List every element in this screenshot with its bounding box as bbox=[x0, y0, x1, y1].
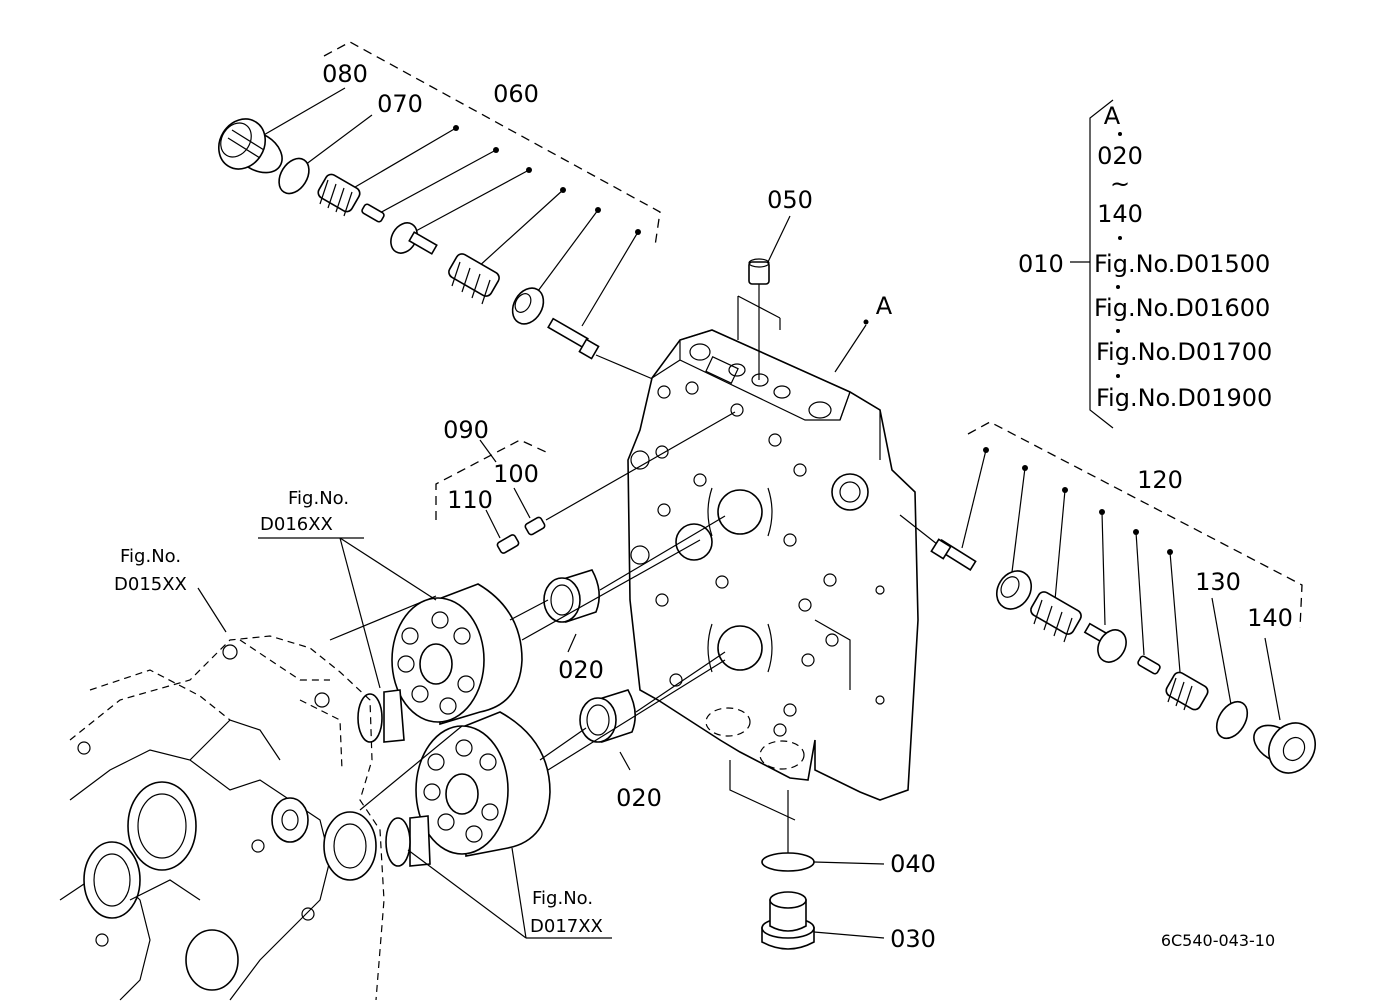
label-040: 040 bbox=[890, 850, 936, 878]
relief-valve-group-120 bbox=[899, 421, 1316, 774]
o-ring-070 bbox=[278, 157, 310, 195]
fig-ref-3-code: D017XX bbox=[530, 916, 603, 937]
spring-upper-2 bbox=[448, 253, 500, 305]
legend-fig-2: Fig.No.D01600 bbox=[1094, 294, 1270, 322]
check-ball-100 bbox=[524, 516, 546, 536]
bolt-upper bbox=[547, 317, 600, 360]
poppet-right bbox=[1083, 622, 1127, 663]
spring-right-2 bbox=[1165, 671, 1209, 711]
o-ring-130 bbox=[1215, 700, 1249, 740]
label-100: 100 bbox=[493, 460, 539, 488]
poppet-upper bbox=[390, 222, 438, 255]
label-020-lower: 020 bbox=[616, 784, 662, 812]
label-110: 110 bbox=[447, 486, 493, 514]
label-030: 030 bbox=[890, 925, 936, 953]
legend-range-end: 140 bbox=[1097, 200, 1143, 228]
drawing-code: 6C540-043-10 bbox=[1161, 931, 1275, 950]
label-060: 060 bbox=[493, 80, 539, 108]
assembly-legend: A 020 ~ 140 010 Fig.No.D01500 Fig.No.D01… bbox=[1018, 99, 1272, 429]
fig-ref-d017xx: Fig.No. D017XX bbox=[407, 847, 612, 939]
legend-tilde: ~ bbox=[1110, 170, 1130, 198]
label-140: 140 bbox=[1247, 604, 1293, 632]
spring-right-1 bbox=[1030, 591, 1082, 643]
spring-110 bbox=[496, 534, 520, 554]
pin-right bbox=[1137, 655, 1161, 675]
pin-upper bbox=[361, 203, 385, 223]
bushing-020-upper bbox=[543, 515, 726, 653]
rotor-lower bbox=[385, 711, 551, 867]
label-130: 130 bbox=[1195, 568, 1241, 596]
plug-050 bbox=[737, 215, 791, 380]
plug-140 bbox=[1253, 722, 1316, 774]
transmission-housing bbox=[59, 635, 385, 1001]
fig-ref-2-label: Fig.No. bbox=[120, 546, 181, 567]
plug-080 bbox=[218, 118, 283, 174]
spring-upper-1 bbox=[317, 173, 361, 217]
label-070: 070 bbox=[377, 90, 423, 118]
label-020-upper: 020 bbox=[558, 656, 604, 684]
fig-ref-d016xx: Fig.No. D016XX bbox=[258, 488, 437, 689]
fig-ref-d015xx: Fig.No. D015XX bbox=[114, 546, 227, 633]
label-080: 080 bbox=[322, 60, 368, 88]
label-050: 050 bbox=[767, 186, 813, 214]
seat-right bbox=[995, 570, 1033, 610]
seat-upper bbox=[511, 287, 545, 325]
label-a: A bbox=[876, 292, 893, 320]
legend-fig-3: Fig.No.D01700 bbox=[1096, 338, 1272, 366]
plug-030 bbox=[761, 891, 885, 950]
legend-range-start: 020 bbox=[1097, 142, 1143, 170]
label-090: 090 bbox=[443, 416, 489, 444]
valve-body-a bbox=[627, 329, 919, 821]
rotor-upper bbox=[357, 583, 523, 743]
label-120: 120 bbox=[1137, 466, 1183, 494]
fig-ref-3-label: Fig.No. bbox=[532, 888, 593, 909]
fig-ref-1-label: Fig.No. bbox=[288, 488, 349, 509]
o-ring-040 bbox=[761, 790, 885, 872]
fig-ref-2-code: D015XX bbox=[114, 574, 187, 595]
legend-assembly-number: 010 bbox=[1018, 250, 1064, 278]
bushing-020-lower bbox=[579, 651, 726, 771]
relief-valve-group-060 bbox=[218, 41, 661, 381]
legend-fig-4: Fig.No.D01900 bbox=[1096, 384, 1272, 412]
legend-fig-1: Fig.No.D01500 bbox=[1094, 250, 1270, 278]
check-valve-group-090 bbox=[435, 411, 736, 554]
fig-ref-1-code: D016XX bbox=[260, 514, 333, 535]
legend-top-letter: A bbox=[1104, 102, 1121, 130]
